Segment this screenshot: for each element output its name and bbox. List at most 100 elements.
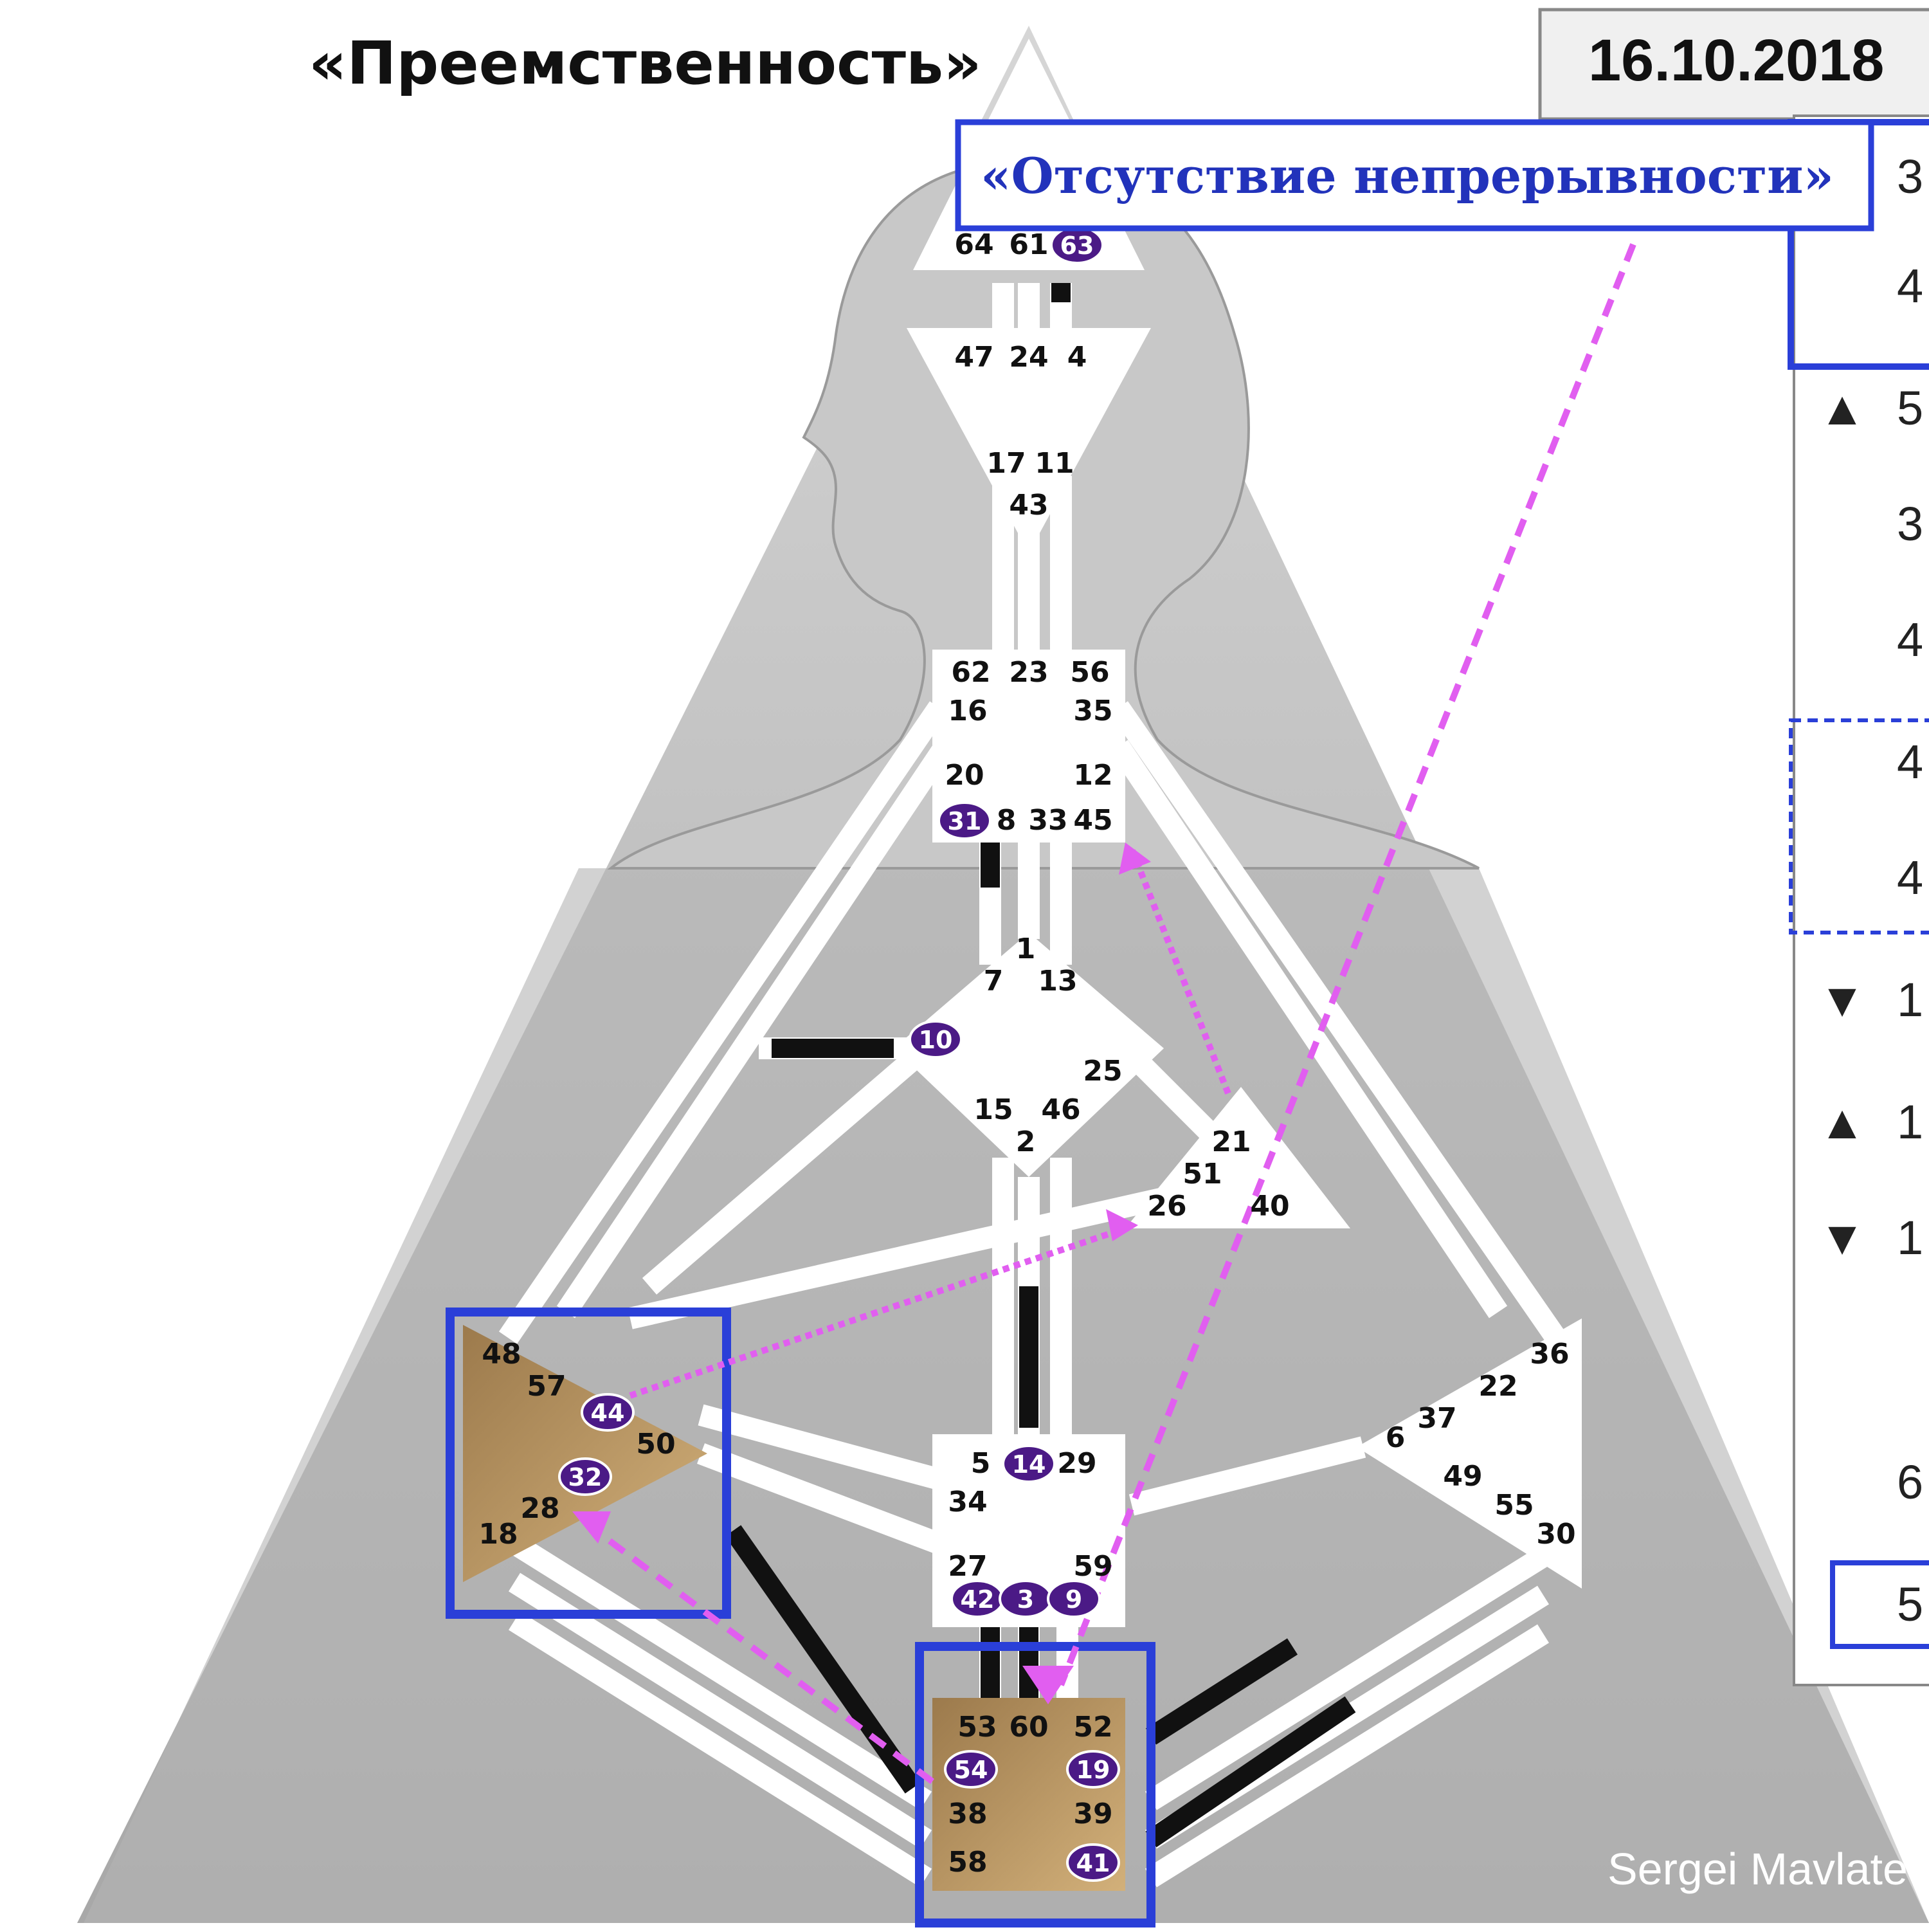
date-text: 16.10.2018 (1588, 28, 1884, 93)
side-table-value: 6 (1897, 1455, 1923, 1509)
gate-24: 24 (1009, 341, 1048, 374)
side-table-rows: 3 4 ▲ 5 3 4 4 4 ▼ 1 ▲ 1 ▼ 1 6 5 (1818, 150, 1923, 1631)
gate-4: 4 (1067, 341, 1087, 374)
gate-21: 21 (1211, 1125, 1251, 1158)
heart-center (1125, 1087, 1350, 1228)
spleen-highlight-box (446, 1308, 731, 1619)
gate-2: 2 (1016, 1125, 1036, 1158)
active-gate-marker (909, 1020, 963, 1059)
gate-25: 25 (1083, 1055, 1122, 1088)
side-table (1793, 114, 1929, 1686)
date-box (1538, 8, 1929, 121)
side-table-value: 5 (1897, 1578, 1923, 1631)
gate-42: 42 (961, 1585, 995, 1614)
gate-12: 12 (1073, 759, 1112, 792)
gate-23: 23 (1009, 656, 1048, 689)
gate-7: 7 (984, 965, 1004, 998)
channels (498, 283, 1565, 1888)
gate-51: 51 (1182, 1158, 1222, 1190)
gate-52: 52 (1073, 1711, 1112, 1744)
gate-58: 58 (948, 1846, 987, 1879)
side-table-arrow: ▲ (1818, 1095, 1865, 1149)
side-table-arrow: ▼ (1818, 973, 1865, 1026)
gate-3: 3 (1017, 1585, 1034, 1614)
active-gate-marker (1047, 1580, 1101, 1618)
gate-45: 45 (1073, 804, 1112, 837)
gate-14: 14 (1012, 1450, 1046, 1479)
active-gate-marker (944, 1750, 998, 1789)
active-gate-marker (581, 1393, 635, 1432)
side-table-highlight-dashed (1789, 718, 1929, 934)
gate-41: 41 (1076, 1849, 1110, 1877)
gate-5: 5 (971, 1447, 991, 1480)
gate-32: 32 (568, 1463, 602, 1491)
gate-35: 35 (1073, 695, 1112, 727)
gate-43: 43 (1009, 489, 1048, 522)
gate-49: 49 (1443, 1460, 1482, 1493)
gate-1: 1 (1016, 933, 1036, 965)
side-table-value: 4 (1897, 613, 1923, 666)
gate-9: 9 (1065, 1585, 1082, 1614)
gate-57: 57 (527, 1370, 566, 1403)
gate-40: 40 (1250, 1190, 1289, 1223)
ajna-center (907, 328, 1151, 553)
gate-17: 17 (986, 447, 1026, 480)
gate-64: 64 (954, 228, 993, 261)
gate-61: 61 (1009, 228, 1048, 261)
gate-39: 39 (1073, 1798, 1112, 1830)
arrow-head-root (1022, 1666, 1074, 1704)
gate-11: 11 (1035, 447, 1074, 480)
side-table-value: 4 (1897, 735, 1923, 788)
gate-8: 8 (997, 804, 1017, 837)
gate-60: 60 (1009, 1711, 1048, 1744)
side-table-arrow: ▲ (1818, 381, 1865, 435)
active-gate-marker (1002, 1444, 1056, 1483)
spleen-center (463, 1325, 707, 1582)
gate-33: 33 (1028, 804, 1067, 837)
arrow-head-throat (1119, 843, 1151, 875)
gate-15: 15 (974, 1093, 1013, 1126)
side-table-value: 4 (1897, 851, 1923, 904)
side-table-value: 4 (1897, 259, 1923, 313)
arrow-head-heart (1106, 1209, 1138, 1241)
gate-50: 50 (636, 1428, 675, 1461)
side-table-arrow: ▼ (1818, 1211, 1865, 1264)
side-table-value: 1 (1897, 1095, 1923, 1149)
gate-10: 10 (919, 1026, 953, 1054)
gate-54: 54 (954, 1756, 988, 1784)
arrow-heads (572, 843, 1151, 1704)
gate-38: 38 (948, 1798, 987, 1830)
gate-63: 63 (1060, 232, 1094, 260)
signature: Sergei Mavlate (1608, 1844, 1908, 1894)
gate-27: 27 (948, 1550, 987, 1583)
gate-22: 22 (1478, 1370, 1517, 1403)
side-table-highlight-bottom (1830, 1560, 1929, 1649)
gate-20: 20 (945, 759, 984, 792)
gate-34: 34 (948, 1486, 987, 1518)
side-table-value: 5 (1897, 381, 1923, 435)
arrow-head-spleen (572, 1511, 611, 1544)
gate-6: 6 (1386, 1421, 1406, 1454)
chart-title: «Преемственность» (309, 29, 982, 98)
gate-37: 37 (1417, 1402, 1456, 1435)
gate-36: 36 (1530, 1338, 1569, 1371)
side-table-value: 1 (1897, 973, 1923, 1026)
gate-55: 55 (1494, 1489, 1534, 1522)
gate-30: 30 (1536, 1518, 1575, 1551)
gate-13: 13 (1038, 965, 1077, 998)
gate-18: 18 (478, 1518, 518, 1551)
side-table-value: 1 (1897, 1211, 1923, 1264)
gate-46: 46 (1041, 1093, 1080, 1126)
gate-53: 53 (957, 1711, 997, 1744)
gate-29: 29 (1057, 1447, 1096, 1480)
gate-26: 26 (1147, 1190, 1186, 1223)
side-table-value: 3 (1897, 150, 1923, 203)
g-center (894, 933, 1164, 1177)
side-table-value: 3 (1897, 497, 1923, 551)
active-gate-marker (1066, 1843, 1120, 1882)
callout-label: «Отсутствие непрерывности» (981, 147, 1834, 205)
callout-box (955, 119, 1874, 232)
